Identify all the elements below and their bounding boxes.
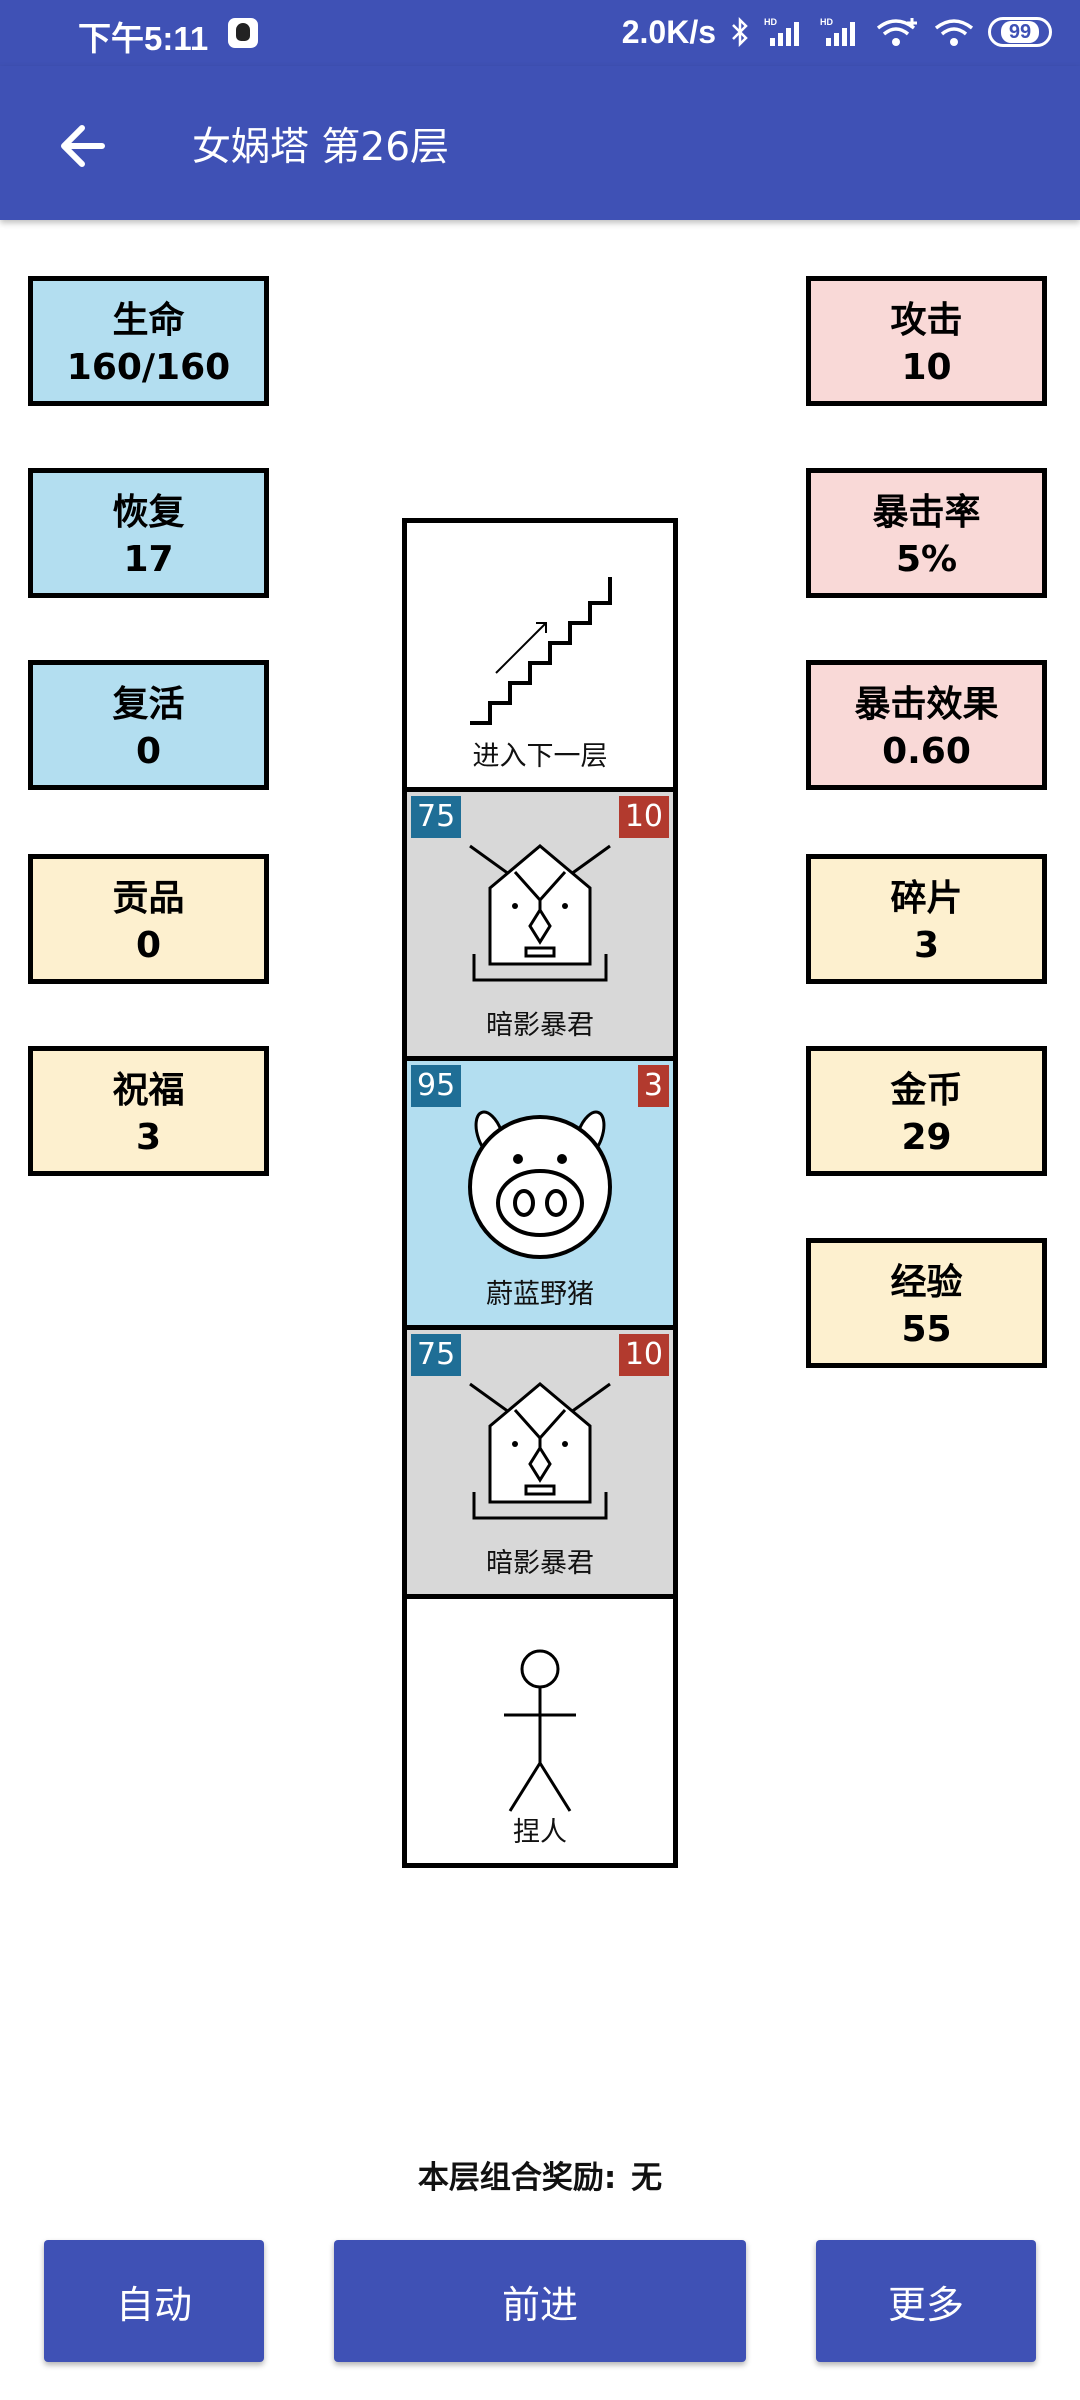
hd-signal-icon: HD [764,16,806,48]
status-time: 下午5:11 [78,20,209,57]
boar-icon [468,1110,612,1259]
stat-value: 3 [135,1117,162,1158]
forward-button[interactable]: 前进 [334,2240,746,2362]
stat-label: 暴击效果 [854,684,999,725]
stat-value: 0 [135,731,162,772]
tower-cell-label: 暗影暴君 [486,1548,594,1579]
floor-bonus: 本层组合奖励: 无 [0,2152,1080,2197]
stat-regen: 恢复 17 [28,468,269,598]
tower-cell-next-floor[interactable]: 进入下一层 [402,518,678,792]
stat-shards: 碎片 3 [806,854,1047,984]
tower-cell-label: 蔚蓝野猪 [486,1279,594,1310]
tower-cell-label: 进入下一层 [472,741,608,772]
bluetooth-icon [730,16,750,48]
battery-level: 99 [1000,21,1040,43]
status-bar: 下午5:11 2.0K/s HD HD 99 [0,0,1080,66]
floor-bonus-value: 无 [631,2160,663,2196]
stat-label: 碎片 [890,878,963,919]
battery-icon: 99 [988,17,1052,47]
auto-button[interactable]: 自动 [44,2240,264,2362]
stat-label: 生命 [112,300,185,341]
more-button[interactable]: 更多 [816,2240,1036,2362]
stat-label: 祝福 [112,1070,185,1111]
enemy-attack-badge: 10 [618,1334,669,1376]
tower-cell-player[interactable]: 捏人 [402,1594,678,1868]
tower-cell-enemy[interactable]: 95 3 蔚蓝野猪 [402,1056,678,1330]
stick-figure-icon [504,1649,576,1812]
stat-attack: 攻击 10 [806,276,1047,406]
stat-label: 金币 [890,1070,963,1111]
enemy-hp-badge: 75 [411,796,462,838]
stat-label: 贡品 [112,878,185,919]
tower-cell-enemy[interactable]: 75 10 暗影暴君 [402,1325,678,1599]
stat-gold: 金币 29 [806,1046,1047,1176]
tower-column: 进入下一层 75 10 暗影暴君 95 3 [402,518,678,1868]
app-bar: 女娲塔 第26层 [0,66,1080,220]
shadow-tyrant-icon [469,844,611,982]
shadow-tyrant-icon [469,1382,611,1520]
tower-cell-enemy[interactable]: 75 10 暗影暴君 [402,787,678,1061]
wifi-plus-icon [876,16,920,48]
stat-label: 经验 [890,1262,963,1303]
page-title: 女娲塔 第26层 [192,125,450,170]
stat-crit-rate: 暴击率 5% [806,468,1047,598]
stat-value: 3 [913,925,940,966]
enemy-hp-badge: 75 [411,1334,462,1376]
stat-value: 5% [895,539,958,580]
stat-value: 160/160 [66,347,231,388]
status-right: 2.0K/s HD HD 99 [622,12,1052,52]
stat-tribute: 贡品 0 [28,854,269,984]
stat-label: 复活 [112,684,185,725]
stat-revive: 复活 0 [28,660,269,790]
tower-cell-label: 暗影暴君 [486,1010,594,1041]
arrow-left-icon [61,125,105,167]
stat-value: 0.60 [882,731,971,772]
tower-cell-label: 捏人 [513,1817,567,1848]
enemy-hp-badge: 95 [411,1065,462,1107]
stat-value: 55 [901,1309,952,1350]
network-speed: 2.0K/s [621,13,716,50]
stat-value: 17 [123,539,174,580]
hd-signal-icon: HD [820,16,862,48]
qq-icon [228,18,258,48]
stat-exp: 经验 55 [806,1238,1047,1368]
stat-label: 暴击率 [872,492,981,533]
stat-value: 10 [901,347,952,388]
svg-text:HD: HD [764,17,777,27]
back-button[interactable] [52,114,116,178]
floor-bonus-label: 本层组合奖励: [417,2160,617,2196]
stat-label: 恢复 [112,492,185,533]
stat-value: 29 [901,1117,952,1158]
stat-hp: 生命 160/160 [28,276,269,406]
stairs-icon [470,577,612,725]
stat-blessing: 祝福 3 [28,1046,269,1176]
enemy-attack-badge: 3 [637,1065,669,1107]
svg-text:HD: HD [820,17,833,27]
wifi-icon [934,16,974,48]
stat-crit-effect: 暴击效果 0.60 [806,660,1047,790]
enemy-attack-badge: 10 [618,796,669,838]
stat-label: 攻击 [890,300,963,341]
stat-value: 0 [135,925,162,966]
